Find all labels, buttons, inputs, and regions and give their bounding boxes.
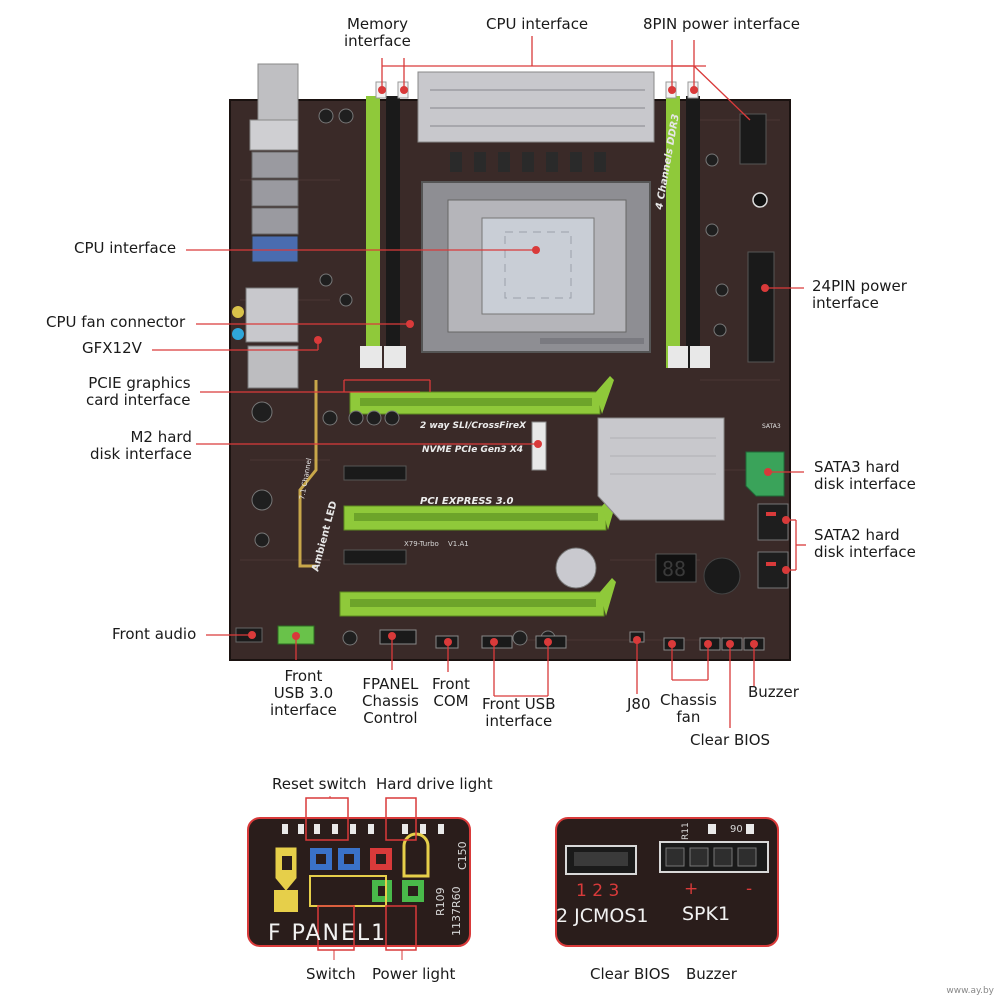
label-cpu-fan-connector: CPU fan connector	[46, 313, 186, 331]
rear-io-panel	[232, 63, 299, 389]
watermark: www.ay.by	[946, 986, 994, 996]
label-sata3-disk: SATA3 hard disk interface	[814, 458, 916, 493]
label-cpu-interface-top: CPU interface	[486, 15, 589, 33]
label-gfx12v: GFX12V	[82, 339, 142, 357]
r109-silk: R109	[434, 887, 447, 916]
buzzer-component	[703, 557, 741, 595]
label-j80: J80	[627, 695, 651, 713]
n90-silk: 90	[730, 824, 743, 835]
spk-minus: -	[746, 879, 752, 899]
label-front-audio: Front audio	[112, 625, 197, 643]
fpanel-inset: F PANEL1 R109 1137R60 C150	[247, 796, 471, 960]
pcie-slots	[339, 376, 618, 617]
ver-silk: V1.A1	[448, 540, 469, 548]
jcmos-pin-numbers: 1 2 3	[576, 881, 619, 901]
label-front-usb3: Front USB 3.0 interface	[270, 667, 337, 719]
post-code-digits: 88	[662, 557, 686, 581]
nvme-silk: NVME PCIe Gen3 X4	[422, 445, 523, 455]
label-m2-disk: M2 hard disk interface	[90, 428, 192, 463]
memory-slots	[360, 81, 710, 368]
label-sata2-disk: SATA2 hard disk interface	[814, 526, 916, 561]
r11-silk: R11	[681, 822, 691, 840]
inset-label-switch: Switch	[306, 965, 356, 983]
inset-label-reset-switch: Reset switch	[272, 775, 367, 793]
eight-pin-connector	[739, 113, 767, 165]
jcmos-spk-inset: 1 2 3 2 JCMOS1 + - SPK1 R11 90	[555, 817, 779, 947]
callout-dots	[248, 86, 790, 648]
label-buzzer: Buzzer	[748, 683, 799, 701]
inset-label-buzzer: Buzzer	[686, 965, 737, 983]
cpu-socket	[421, 181, 651, 353]
sata3-silk: SATA3	[762, 423, 781, 430]
cmos-battery	[555, 547, 597, 589]
label-memory-interface: Memory interface	[344, 15, 411, 50]
fpanel-board-label: F PANEL1	[268, 921, 387, 946]
sli-silk: 2 way SLI/CrossFireX	[420, 421, 527, 431]
model-silk: X79-Turbo	[404, 540, 439, 548]
label-clear-bios: Clear BIOS	[690, 731, 771, 749]
inset-label-power-light: Power light	[372, 965, 456, 983]
label-cpu-interface-left: CPU interface	[74, 239, 177, 257]
r60-silk: 1137R60	[450, 886, 463, 936]
chipset-heatsink	[597, 417, 725, 521]
label-front-com: Front COM	[432, 675, 470, 710]
label-24pin-power: 24PIN power interface	[812, 277, 907, 312]
callout-lines	[152, 36, 806, 728]
jcmos-label: 2 JCMOS1	[556, 905, 649, 927]
label-fpanel: FPANEL Chassis Control	[362, 675, 419, 727]
label-pcie-graphics: PCIE graphics card interface	[86, 374, 191, 409]
label-chassis-fan: Chassis fan	[660, 691, 717, 726]
twenty-four-pin-connector	[747, 251, 775, 363]
inset-label-clear-bios: Clear BIOS	[590, 965, 671, 983]
label-front-usb: Front USB interface	[482, 695, 556, 730]
c150-silk: C150	[456, 841, 469, 870]
motherboard: 4 Channels DDR3 2 way SLI/CrossFireX NVM…	[229, 63, 791, 661]
inset-label-hard-drive-light: Hard drive light	[376, 775, 493, 793]
label-8pin-power: 8PIN power interface	[643, 15, 801, 33]
pcie-silk: PCI EXPRESS 3.0	[420, 496, 514, 507]
spk-label: SPK1	[682, 903, 730, 925]
spk-plus: +	[684, 879, 698, 899]
post-code-display	[655, 553, 697, 583]
